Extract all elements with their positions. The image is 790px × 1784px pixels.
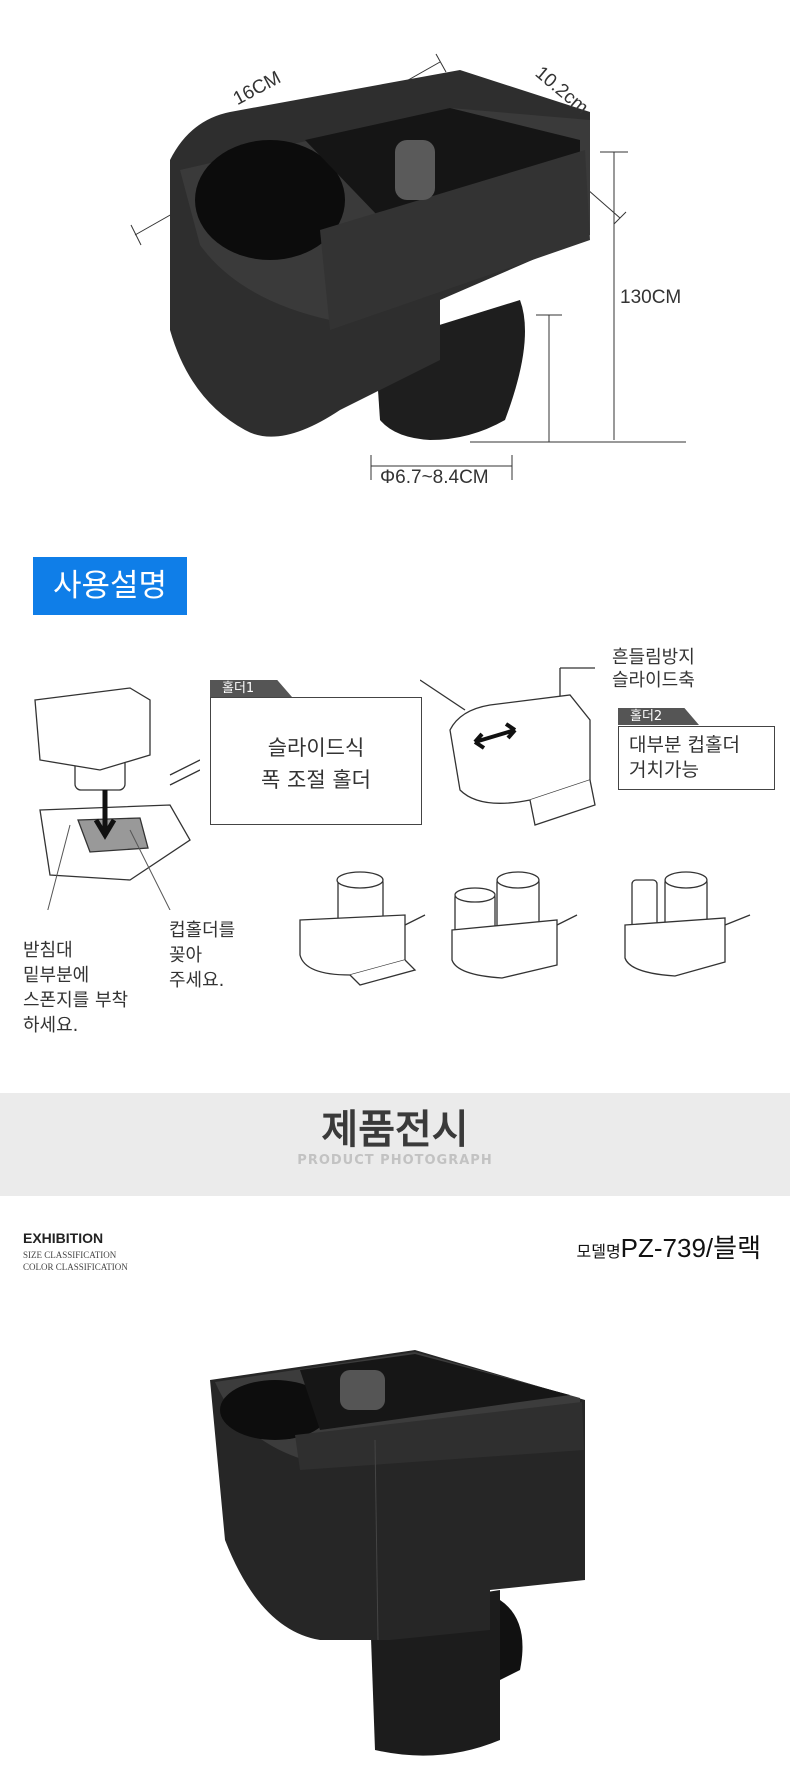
insert-note: 컵홀더를 꽂아 주세요. <box>169 918 235 993</box>
holder1-callout: 슬라이드식 폭 조절 홀더 <box>210 697 422 825</box>
holder1-line: 폭 조절 홀더 <box>261 768 371 792</box>
exhibition-heading: EXHIBITION <box>23 1230 104 1246</box>
color-classification: COLOR CLASSIFICATION <box>23 1262 128 1272</box>
sponge-line: 받침대 <box>23 940 73 961</box>
holder1-tab: 홀더1 <box>210 680 292 697</box>
sponge-line: 스폰지를 부착 <box>23 990 129 1011</box>
anti-shake-line: 흔들림방지 <box>612 647 695 668</box>
insert-line: 주세요. <box>169 970 225 991</box>
instructions-heading: 사용설명 <box>33 557 187 615</box>
banner-subtitle: PRODUCT PHOTOGRAPH <box>297 1153 493 1168</box>
product-dimension-photo <box>130 53 686 480</box>
holder2-line: 거치가능 <box>629 759 699 781</box>
anti-shake-label: 흔들림방지 슬라이드축 <box>612 646 695 692</box>
sponge-line: 하세요. <box>23 1015 79 1036</box>
sponge-note: 받침대 밑부분에 스폰지를 부착 하세요. <box>23 938 128 1038</box>
model-value: PZ-739/블랙 <box>620 1233 761 1263</box>
size-classification: SIZE CLASSIFICATION <box>23 1250 117 1260</box>
install-diagram <box>34 687 200 910</box>
model-label: 모델명 <box>576 1244 621 1261</box>
product-photo-banner: 제품전시 PRODUCT PHOTOGRAPH <box>0 1093 790 1196</box>
holder-diagram <box>420 667 596 826</box>
insert-line: 컵홀더를 <box>169 920 236 941</box>
diameter-dimension: Φ6.7~8.4CM <box>380 467 489 488</box>
holder2-callout: 대부분 컵홀더 거치가능 <box>618 726 775 790</box>
height-dimension: 130CM <box>620 287 682 308</box>
holder1-line: 슬라이드식 <box>267 736 365 760</box>
model-name: 모델명PZ-739/블랙 <box>577 1228 762 1265</box>
product-photo <box>210 1350 585 1756</box>
holder2-tab: 홀더2 <box>618 708 699 725</box>
banner-title: 제품전시 <box>321 1107 469 1153</box>
insert-line: 꽂아 <box>169 945 203 966</box>
usage-examples <box>299 871 751 986</box>
banner-fine-print-decoration <box>225 1172 565 1176</box>
sponge-line: 밑부분에 <box>23 965 90 986</box>
holder2-line: 대부분 컵홀더 <box>629 734 740 756</box>
anti-shake-line: 슬라이드축 <box>612 670 695 691</box>
